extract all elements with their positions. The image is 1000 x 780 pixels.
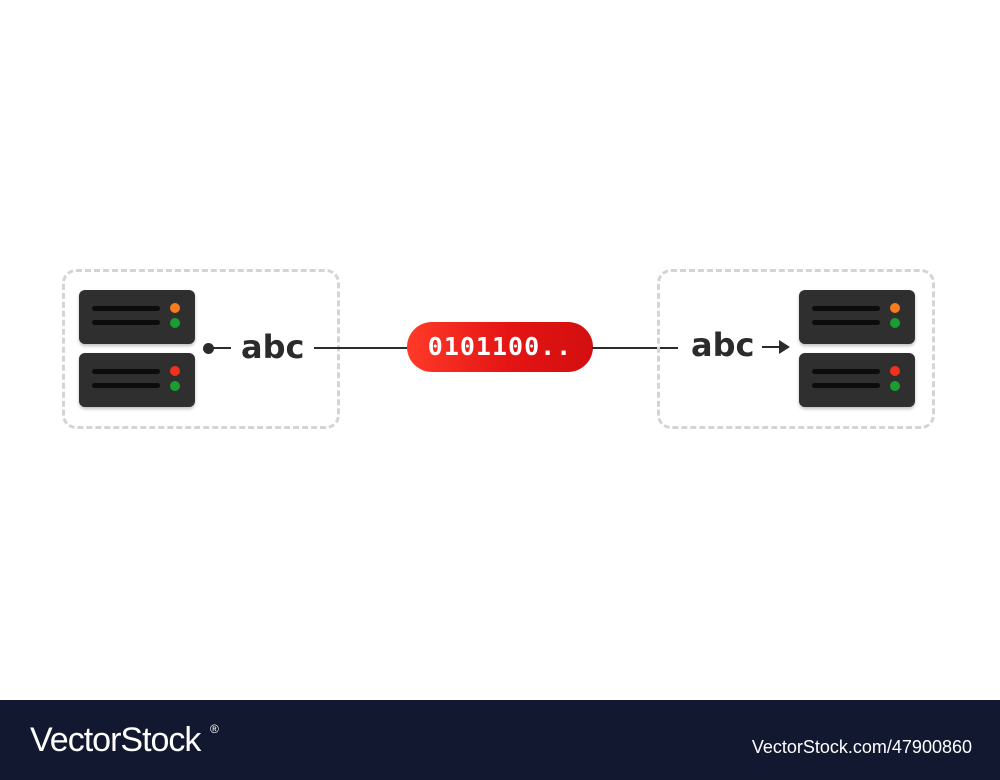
source-server-bottom bbox=[79, 353, 195, 407]
connector-line-right bbox=[592, 347, 678, 349]
status-led-red bbox=[170, 366, 180, 376]
diagram-canvas: abc 0101100.. abc bbox=[62, 269, 935, 429]
arrow-head-icon bbox=[779, 340, 790, 354]
arrow-shaft bbox=[762, 346, 782, 348]
status-led-red bbox=[890, 366, 900, 376]
target-group-box bbox=[657, 269, 935, 429]
source-server-top bbox=[79, 290, 195, 344]
status-led-orange bbox=[890, 303, 900, 313]
server-slot-line bbox=[812, 383, 880, 388]
status-led-green bbox=[170, 381, 180, 391]
server-slot-line bbox=[92, 306, 160, 311]
connector-line-left bbox=[314, 347, 409, 349]
server-slot-line bbox=[92, 369, 160, 374]
source-group-box bbox=[62, 269, 340, 429]
target-server-bottom bbox=[799, 353, 915, 407]
source-data-label: abc bbox=[241, 328, 305, 366]
server-slot-line bbox=[812, 306, 880, 311]
status-led-green bbox=[170, 318, 180, 328]
status-led-green bbox=[890, 381, 900, 391]
status-led-orange bbox=[170, 303, 180, 313]
brand-logo: VectorStock bbox=[30, 721, 201, 759]
server-slot-line bbox=[812, 320, 880, 325]
target-server-top bbox=[799, 290, 915, 344]
server-slot-line bbox=[92, 320, 160, 325]
encoded-payload-pill: 0101100.. bbox=[407, 322, 593, 372]
server-slot-line bbox=[812, 369, 880, 374]
server-slot-line bbox=[92, 383, 160, 388]
watermark-footer: VectorStock ® VectorStock.com/47900860 bbox=[0, 700, 1000, 780]
status-led-green bbox=[890, 318, 900, 328]
connector-stub-line bbox=[210, 347, 231, 349]
registered-mark: ® bbox=[210, 722, 219, 736]
image-id-text: VectorStock.com/47900860 bbox=[751, 737, 972, 757]
connector-start-dot bbox=[203, 343, 214, 354]
target-data-label: abc bbox=[691, 326, 755, 364]
